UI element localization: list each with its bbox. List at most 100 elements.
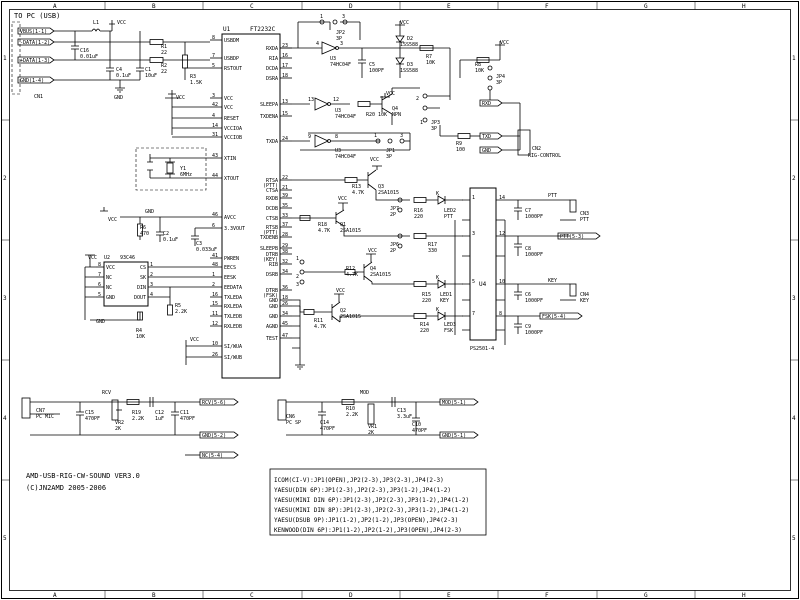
d2-value: 1SS588 (400, 42, 418, 48)
q4k-value: 2SA1015 (370, 272, 391, 278)
vcc-r8: VCC (500, 40, 509, 46)
r3-value: 1.5K (190, 80, 202, 86)
c6-ref: C6 (525, 292, 531, 298)
c9-value: 1000PF (525, 330, 543, 336)
jp5-pin1: 1 (296, 256, 299, 262)
led3-name: FSK (444, 328, 453, 334)
gnd2-label: GND(5-1) (442, 433, 466, 439)
u3a-part: 74HC04F (330, 62, 351, 68)
q4k-ref: Q4 (370, 266, 376, 272)
d3-ref: D3 (407, 62, 413, 68)
led3-k: K (436, 307, 439, 313)
u1-pin-num-left: 16 (212, 292, 218, 298)
r9-ref: R9 (456, 141, 462, 147)
config-table: ICOM(CI-V):JP1(OPEN),JP2(2-3),JP3(2-3),J… (269, 468, 487, 536)
r18-value: 4.7K (318, 228, 330, 234)
q1-value: 2SA1015 (340, 228, 361, 234)
r4-value: 10K (136, 334, 145, 340)
jp5-pin2: 2 (296, 274, 299, 280)
u1-pin-name-right: SLEEPA (260, 102, 278, 108)
u1-pin-num-right: 17 (282, 63, 288, 69)
u2-pin-num-left: 8 (98, 262, 101, 268)
u1-pin-name-left: VCCIOB (224, 135, 242, 141)
u1-pin-num-left: 15 (212, 301, 218, 307)
u1-pin-name-left: RXLEDB (224, 324, 242, 330)
jp2-pin3: 3 (342, 14, 345, 20)
siwu-section: VCC (185, 337, 210, 365)
y1-ref: Y1 (180, 166, 186, 172)
col-d-top: D (349, 3, 353, 10)
u1-pin-num-right: 32 (282, 259, 288, 265)
row-2-right: 2 (792, 175, 796, 182)
r14-ref: R14 (420, 322, 429, 328)
u1-pin-name-right: (FSK) (263, 293, 278, 299)
u1-pin-name-left: EECS (224, 265, 236, 271)
c2-value: 0.1uF (163, 237, 178, 243)
r1-value: 22 (161, 50, 167, 56)
r11-value: 4.7K (314, 324, 326, 330)
u4-pin-num-left: 5 (472, 279, 475, 285)
u1-pin-name-left: EEDATA (224, 285, 242, 291)
u1-pin-name-right: RIB (269, 262, 278, 268)
u2-pin-name-right: SK (140, 275, 146, 281)
u3b-part: 74HC04F (335, 114, 356, 120)
u1-pin-num-right: 45 (282, 321, 288, 327)
u1-pin-name-left: TXLEDA (224, 295, 242, 301)
vr2-ref: VR2 (115, 420, 124, 426)
c11-ref: C11 (180, 410, 189, 416)
col-f-top: F (545, 3, 549, 10)
gnd-usb: GND (114, 95, 123, 101)
jp3-ref: JP3 (431, 120, 440, 126)
u1-pin-num-left: 26 (212, 352, 218, 358)
u2-ref: U2 (104, 255, 110, 261)
r20-ref: R20 (366, 112, 375, 118)
cn2-name: RIG-CONTROL (528, 153, 561, 159)
row-1-right: 1 (792, 55, 796, 62)
rxd-label: RXD (482, 101, 491, 107)
fsk-out-label: FSK(5-4) (542, 314, 566, 320)
r16-ref: R16 (414, 208, 423, 214)
u2-pin-num-right: 3 (150, 282, 153, 288)
c1-ref: C1 (145, 67, 151, 73)
row-4-right: 4 (792, 415, 796, 422)
u1-pin-num-left: 2 (212, 282, 215, 288)
q4-ref: Q4 (392, 106, 398, 112)
cn1-pin-plus-data: +DATA(1-3) (20, 58, 50, 64)
cn7-name: PC MIC (36, 414, 54, 420)
u1-pin-name-left: RSTOUT (224, 66, 242, 72)
r5-ref: R5 (175, 303, 181, 309)
u1-pin-num-right: 47 (282, 333, 288, 339)
u1-pin-name-right: TEST (266, 336, 278, 342)
u1-pin-name-right: CTSB (266, 216, 278, 222)
u1-pin-num-left: 11 (212, 311, 218, 317)
q2-value: 2SA1015 (340, 314, 361, 320)
r16-value: 220 (414, 214, 423, 220)
vr1-value: 2K (368, 430, 374, 436)
u1-pin-num-right: 18 (282, 73, 288, 79)
u1-pin-name-right: TXDENB (260, 235, 278, 241)
cn1-pin-gnd: GND(1-4) (20, 78, 44, 84)
c8-ref: C8 (525, 246, 531, 252)
c10-value: 470PF (412, 428, 427, 434)
u3a-ref: U3 (330, 56, 336, 62)
r18-ref: R18 (318, 222, 327, 228)
gnd-label: GND (482, 148, 491, 154)
u1-pin-name-right: DCDB (266, 206, 278, 212)
led1-name: KEY (440, 298, 449, 304)
u1-pin-name-right: DTRB (266, 288, 278, 294)
key-label: KEY (548, 278, 557, 284)
u2-part: 93C46 (120, 255, 135, 261)
jp2-value: 3P (336, 36, 342, 42)
r3-ref: R3 (190, 74, 196, 80)
c15-value: 470PF (85, 416, 100, 422)
r19-value: 2.2K (132, 416, 144, 422)
col-g-top: G (644, 3, 648, 10)
jp4-value: 3P (496, 80, 502, 86)
u2-pin-num-left: 7 (98, 272, 101, 278)
u1-pin-num-right: 21 (282, 185, 288, 191)
jp7-ref: JP7 (390, 206, 399, 212)
u4-pin-num-left: 3 (472, 231, 475, 237)
q4-value: NPN (392, 112, 401, 118)
c7-value: 1000PF (525, 214, 543, 220)
u1-pin-num-left: 12 (212, 321, 218, 327)
